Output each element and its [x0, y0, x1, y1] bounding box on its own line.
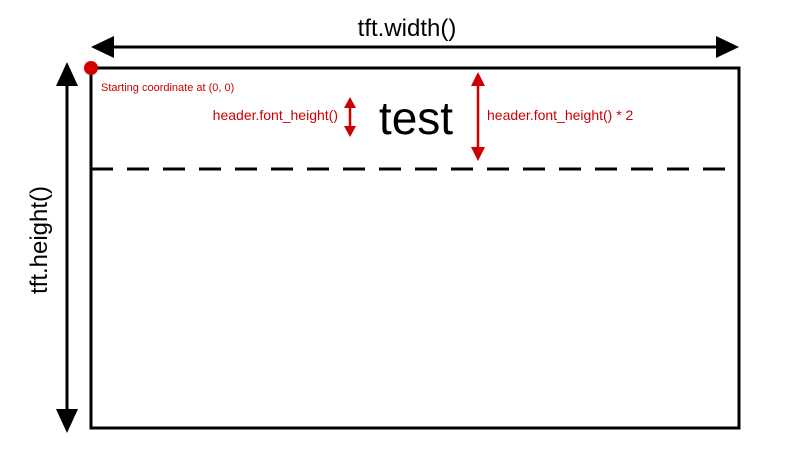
header-height-label: header.font_height() * 2: [487, 107, 634, 123]
header-height-arrow: [471, 72, 485, 161]
width-arrow: [91, 36, 739, 58]
height-label: tft.height(): [26, 186, 53, 294]
height-arrow: [56, 62, 78, 433]
font-height-arrow: [344, 97, 356, 137]
header-text: test: [379, 92, 453, 144]
origin-dot: [84, 61, 98, 75]
screen-outline: [89, 66, 741, 430]
font-height-label: header.font_height(): [213, 107, 338, 123]
origin-label: Starting coordinate at (0, 0): [101, 82, 234, 94]
width-label: tft.width(): [358, 15, 457, 42]
